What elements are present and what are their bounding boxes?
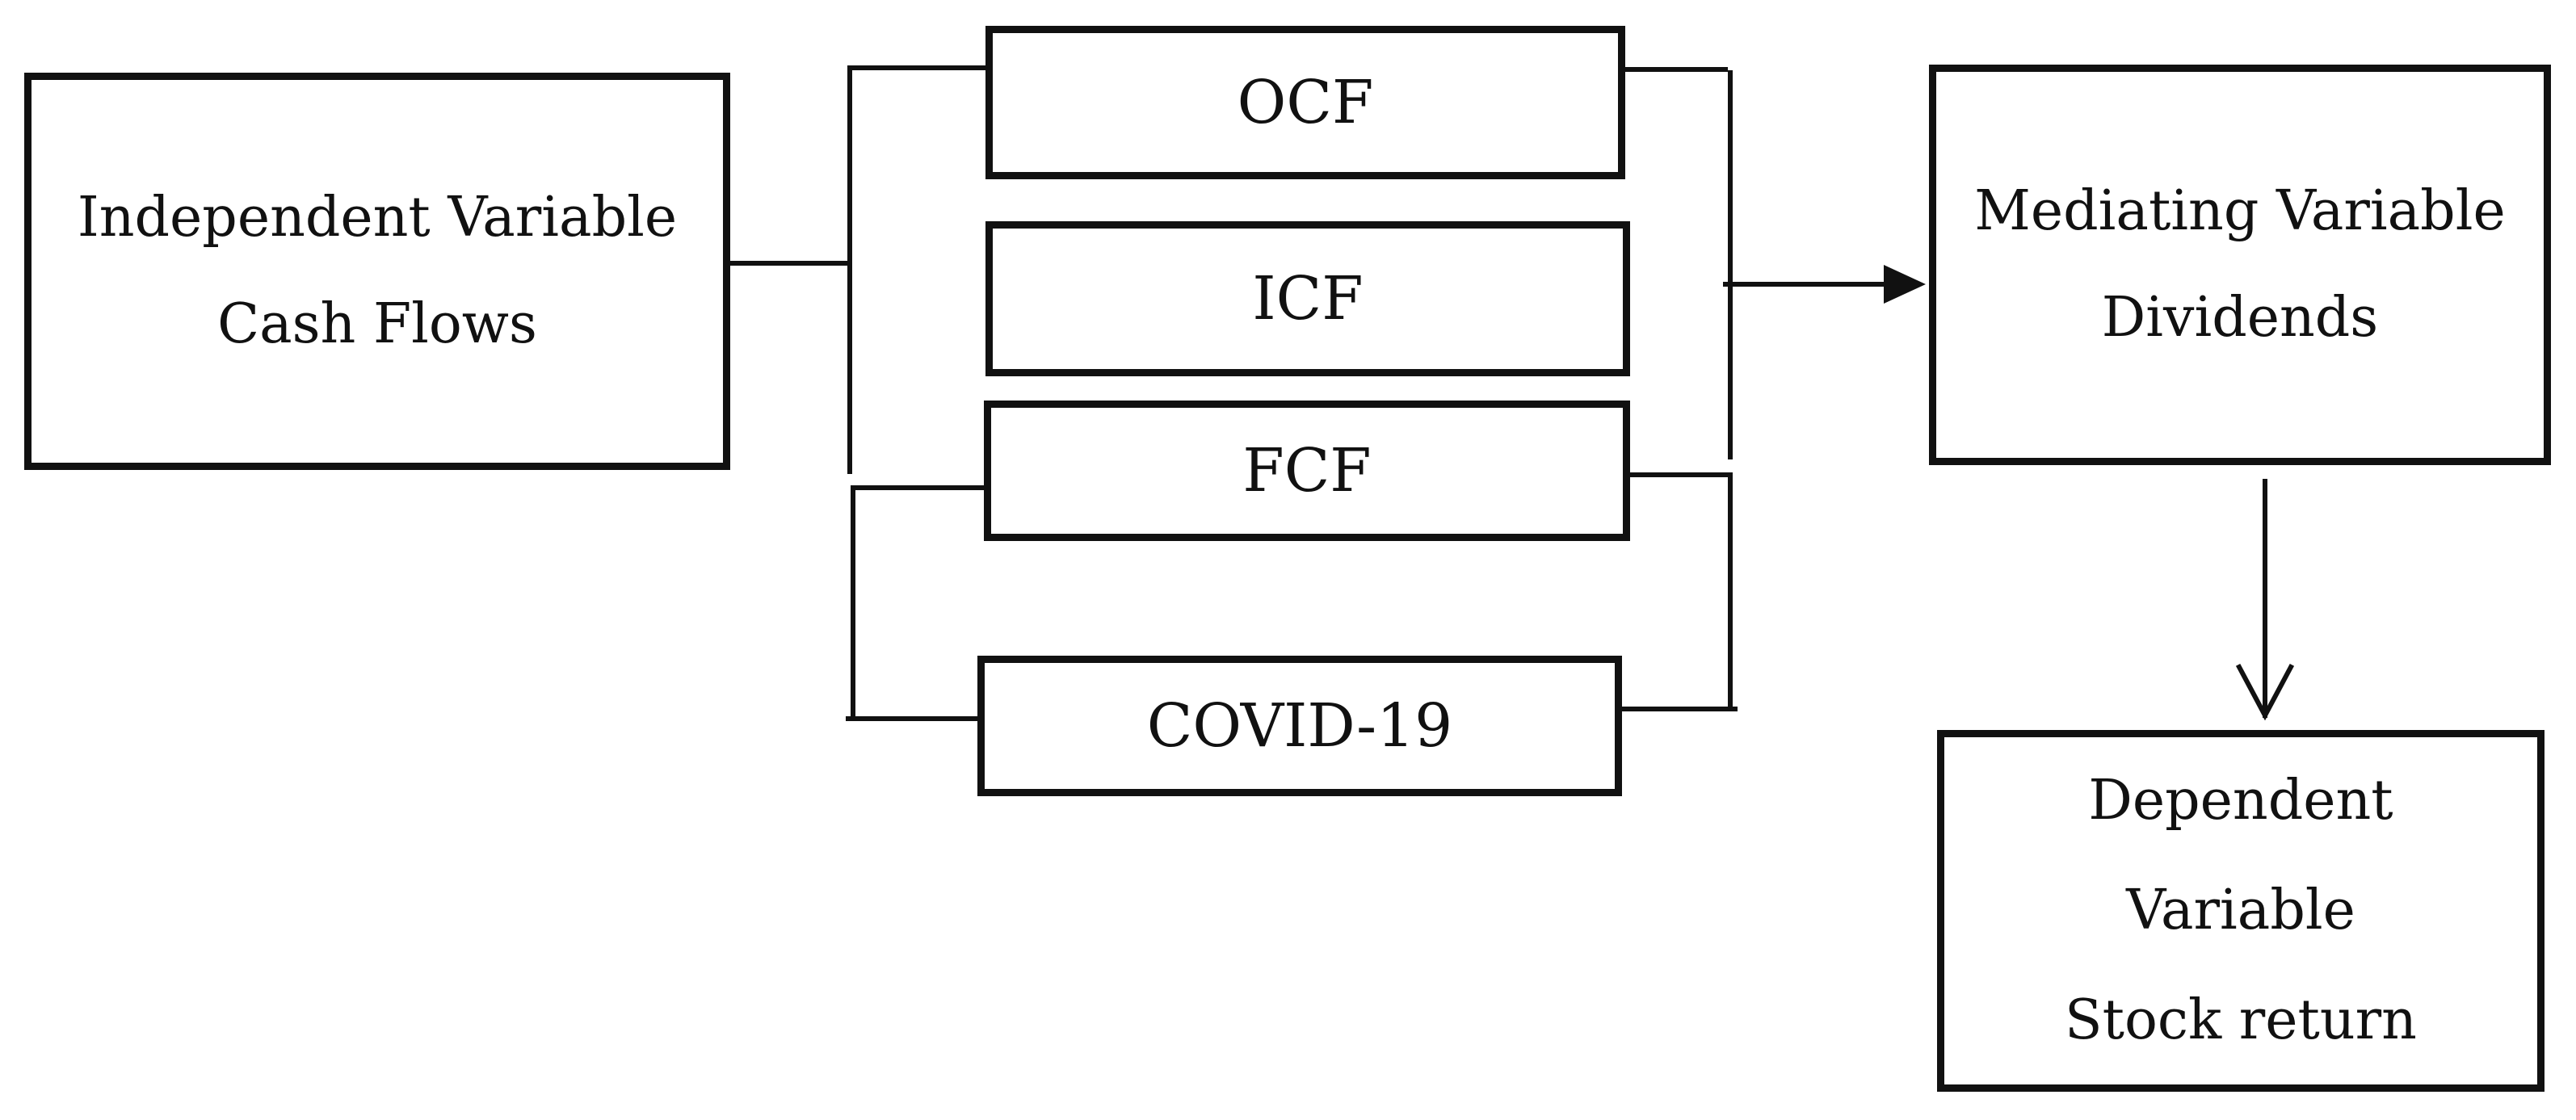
fcf-box: FCF bbox=[984, 401, 1630, 541]
icf-label: ICF bbox=[1252, 264, 1364, 333]
variable-label: Variable bbox=[2126, 879, 2355, 942]
dependent-label: Dependent bbox=[2088, 769, 2393, 833]
independent-variable-label: Independent Variable bbox=[77, 186, 678, 250]
covid-19-box: COVID-19 bbox=[977, 656, 1622, 796]
dividends-label: Dividends bbox=[2101, 286, 2379, 350]
independent-variable-box: Independent Variable Cash Flows bbox=[24, 73, 730, 470]
ocf-box: OCF bbox=[985, 26, 1625, 179]
fcf-label: FCF bbox=[1242, 436, 1372, 505]
cash-flows-label: Cash Flows bbox=[217, 292, 537, 356]
ocf-label: OCF bbox=[1237, 68, 1374, 137]
dependent-variable-box: Dependent Variable Stock return bbox=[1937, 730, 2544, 1092]
stock-return-label: Stock return bbox=[2065, 988, 2417, 1052]
arrow-to-mediating-head bbox=[1884, 265, 1926, 304]
mediating-variable-box: Mediating Variable Dividends bbox=[1929, 65, 2551, 465]
icf-box: ICF bbox=[985, 221, 1630, 376]
mediating-variable-label: Mediating Variable bbox=[1974, 179, 2506, 243]
arrow-to-dependent-head bbox=[2235, 663, 2295, 721]
covid-19-label: COVID-19 bbox=[1146, 691, 1453, 761]
